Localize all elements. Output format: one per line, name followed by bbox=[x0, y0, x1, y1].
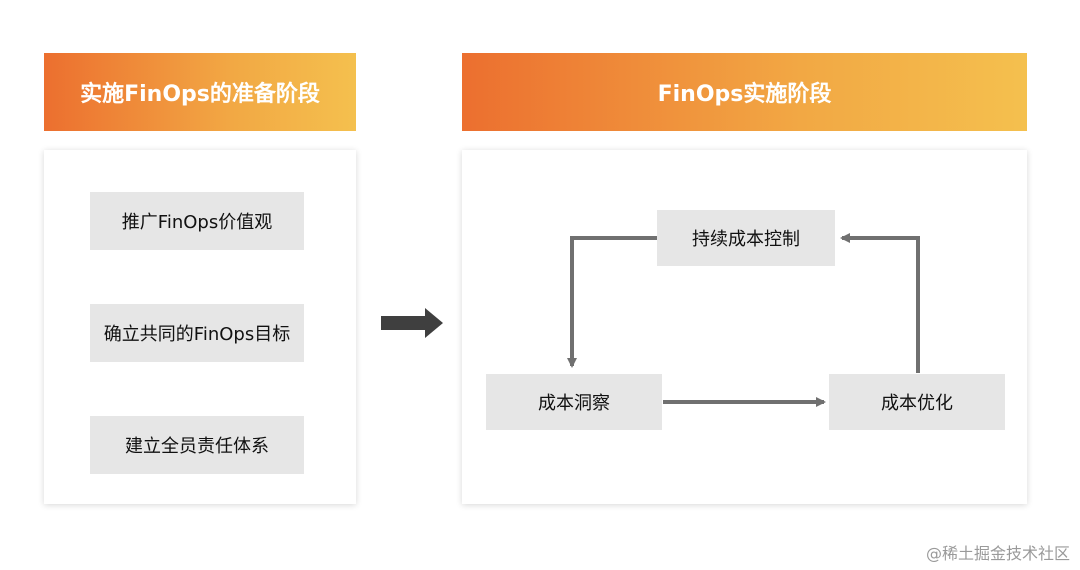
accountability-box: 建立全员责任体系 bbox=[90, 416, 304, 474]
accountability-label: 建立全员责任体系 bbox=[125, 436, 269, 457]
optimization-to-control-arrow bbox=[840, 233, 920, 373]
implementation-stage-title: FinOps实施阶段 bbox=[657, 82, 832, 107]
cost-optimization-label: 成本优化 bbox=[881, 393, 953, 414]
watermark-text: @稀土掘金技术社区 bbox=[925, 544, 1070, 563]
implementation-stage-panel bbox=[462, 150, 1027, 504]
control-to-insight-arrow bbox=[567, 236, 657, 368]
promote-values-label: 推广FinOps价值观 bbox=[121, 212, 273, 233]
cost-optimization-box: 成本优化 bbox=[829, 374, 1005, 430]
shared-goals-box: 确立共同的FinOps目标 bbox=[90, 304, 304, 362]
stage-transition-arrow bbox=[381, 308, 443, 338]
cost-insight-label: 成本洞察 bbox=[538, 393, 610, 414]
preparation-stage-title: 实施FinOps的准备阶段 bbox=[80, 82, 320, 107]
promote-values-box: 推广FinOps价值观 bbox=[90, 192, 304, 250]
continuous-cost-control-box: 持续成本控制 bbox=[657, 210, 835, 266]
continuous-cost-control-label: 持续成本控制 bbox=[692, 229, 800, 250]
cost-insight-box: 成本洞察 bbox=[486, 374, 662, 430]
preparation-stage-header: 实施FinOps的准备阶段 bbox=[44, 53, 356, 131]
shared-goals-label: 确立共同的FinOps目标 bbox=[103, 324, 291, 345]
implementation-stage-header: FinOps实施阶段 bbox=[462, 53, 1027, 131]
